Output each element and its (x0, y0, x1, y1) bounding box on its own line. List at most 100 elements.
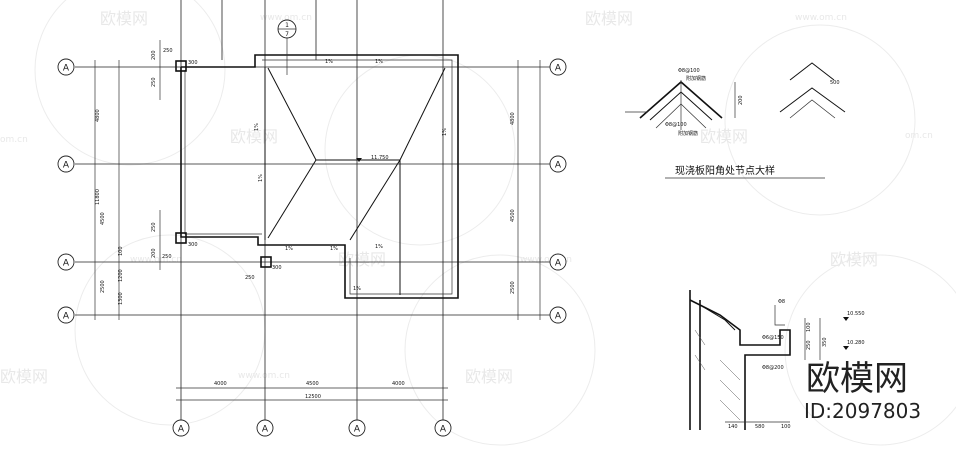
svg-text:A: A (440, 425, 447, 435)
detail-callout: 1 7 (277, 19, 297, 75)
slope-label: 1% (258, 174, 264, 182)
axis-bubble-right-2: A (549, 155, 567, 173)
watermark-site: om.cn (905, 131, 933, 141)
svg-text:100: 100 (806, 322, 812, 332)
watermark-site: www.om.cn (238, 371, 290, 381)
svg-text:250: 250 (162, 254, 172, 260)
axis-bubble-left-3: A (57, 253, 75, 271)
svg-text:11800: 11800 (95, 189, 101, 205)
svg-text:2500: 2500 (100, 280, 106, 293)
axis-bubble-bottom-3: A (348, 419, 366, 437)
watermark-brand: 欧模网 (230, 127, 278, 146)
svg-text:300: 300 (188, 242, 198, 248)
svg-text:A: A (63, 312, 70, 322)
axis-grid (75, 0, 552, 420)
svg-text:1: 1 (285, 22, 289, 29)
svg-text:4500: 4500 (100, 212, 106, 225)
svg-text:200: 200 (151, 50, 157, 60)
slope-label: 1% (375, 59, 383, 65)
axis-bubble-bottom-4: A (434, 419, 452, 437)
watermark-brand: 欧模网 (585, 9, 633, 28)
eave-elev-top: 10.550 (847, 311, 865, 317)
svg-text:Φ8: Φ8 (778, 299, 785, 305)
svg-text:Φ8@100: Φ8@100 (665, 122, 687, 128)
svg-text:附加钢筋: 附加钢筋 (686, 75, 706, 82)
axis-bubble-right-4: A (549, 306, 567, 324)
slope-label: 1% (353, 286, 361, 292)
svg-text:A: A (63, 161, 70, 171)
watermark-brand: 欧模网 (700, 127, 748, 146)
node-detail: Φ8@100 附加钢筋 Φ8@100 附加钢筋 200 现浇板阳角处节点大样 5… (625, 62, 846, 179)
svg-text:A: A (63, 64, 70, 74)
watermark-site: www.om.cn (260, 13, 312, 23)
svg-text:140: 140 (728, 424, 738, 430)
svg-text:500: 500 (830, 80, 840, 86)
slope-label: 1% (330, 246, 338, 252)
axis-bubble-left-1: A (57, 58, 75, 76)
svg-text:300: 300 (272, 265, 282, 271)
svg-text:A: A (262, 425, 269, 435)
watermark-site: www.om.cn (795, 13, 847, 23)
svg-text:580: 580 (755, 424, 765, 430)
svg-text:Φ8@200: Φ8@200 (762, 365, 784, 371)
svg-text:4800: 4800 (95, 109, 101, 122)
roof-elevation: 11.750 (371, 155, 389, 161)
svg-text:250: 250 (151, 222, 157, 232)
axis-bubble-right-1: A (549, 58, 567, 76)
watermark-site: om.cn (0, 135, 28, 145)
svg-text:A: A (63, 259, 70, 269)
svg-text:200: 200 (151, 248, 157, 258)
dimensions: 4800 11800 4500 2500 1200 1300 100 200 2… (94, 40, 541, 401)
svg-text:250: 250 (245, 275, 255, 281)
svg-text:12500: 12500 (305, 394, 321, 400)
svg-text:7: 7 (285, 31, 289, 38)
watermark-brand: 欧模网 (465, 367, 513, 386)
eave-detail: Φ6@150 Φ8@200 Φ8 10.550 10.280 250 350 1… (689, 290, 865, 430)
svg-text:Φ8@100: Φ8@100 (678, 68, 700, 74)
node-detail-title: 现浇板阳角处节点大样 (675, 164, 775, 177)
slope-label: 1% (442, 128, 448, 136)
brand-logo-text: 欧模网 (806, 359, 908, 399)
slope-label: 1% (375, 244, 383, 250)
roof-plan: 1% 1% 1% 1% 1% 1% 1% 1% 1% 11.750 1 7 (175, 19, 459, 299)
axis-bubble-right-3: A (549, 253, 567, 271)
axis-bubble-bottom-1: A (172, 419, 190, 437)
svg-text:250: 250 (806, 340, 812, 350)
svg-text:250: 250 (163, 48, 173, 54)
svg-text:4800: 4800 (510, 112, 516, 125)
svg-text:200: 200 (738, 95, 744, 105)
axis-bubble-left-2: A (57, 155, 75, 173)
watermark-site: www.om.cn (130, 255, 182, 265)
svg-text:4500: 4500 (306, 381, 319, 387)
watermark-site: www.om.cn (520, 255, 572, 265)
svg-text:350: 350 (822, 337, 828, 347)
svg-text:1300: 1300 (118, 292, 124, 305)
svg-text:A: A (354, 425, 361, 435)
svg-text:A: A (555, 64, 562, 74)
svg-text:4000: 4000 (214, 381, 227, 387)
axis-bubbles: A A A A A A A A A A A A (57, 58, 567, 437)
watermark-brand: 欧模网 (830, 250, 878, 269)
axis-bubble-left-4: A (57, 306, 75, 324)
svg-text:A: A (555, 312, 562, 322)
slope-label: 1% (325, 59, 333, 65)
svg-text:1200: 1200 (118, 269, 124, 282)
slope-label: 1% (254, 123, 260, 131)
svg-text:250: 250 (151, 77, 157, 87)
svg-text:A: A (178, 425, 185, 435)
svg-text:附加钢筋: 附加钢筋 (678, 130, 698, 137)
svg-text:A: A (555, 259, 562, 269)
svg-text:Φ6@150: Φ6@150 (762, 335, 784, 341)
svg-text:100: 100 (781, 424, 791, 430)
svg-text:4500: 4500 (510, 209, 516, 222)
svg-text:100: 100 (118, 246, 124, 256)
watermark-brand: 欧模网 (100, 9, 148, 28)
slope-label: 1% (285, 246, 293, 252)
watermark-brand: 欧模网 (0, 367, 48, 386)
svg-text:4000: 4000 (392, 381, 405, 387)
model-id-label: ID:2097803 (804, 399, 921, 423)
svg-text:A: A (555, 161, 562, 171)
axis-bubble-bottom-2: A (256, 419, 274, 437)
